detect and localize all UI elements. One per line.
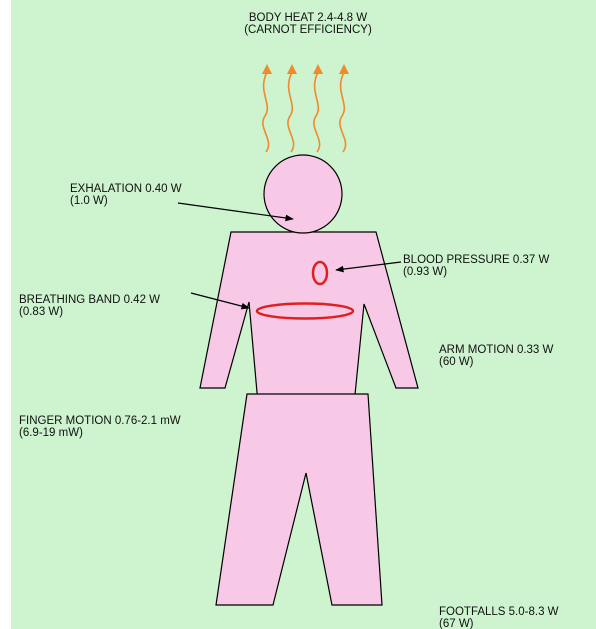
body-heat-note: (CARNOT EFFICIENCY): [228, 24, 388, 36]
finger-motion-value: FINGER MOTION 0.76-2.1 mW: [19, 415, 181, 427]
exhalation-label: EXHALATION 0.40 W (1.0 W): [70, 183, 182, 207]
exhalation-value: EXHALATION 0.40 W: [70, 183, 182, 195]
blood-pressure-note: (0.93 W): [403, 266, 549, 278]
heat-arrowhead-3: [313, 64, 323, 74]
heat-wave-1: [263, 72, 269, 152]
heat-wave-4: [340, 72, 346, 152]
arm-motion-value: ARM MOTION 0.33 W: [439, 344, 553, 356]
heat-arrowhead-4: [339, 64, 349, 74]
body-heat-label: BODY HEAT 2.4-4.8 W (CARNOT EFFICIENCY): [228, 12, 388, 36]
body-heat-waves: [262, 64, 349, 152]
diagram-canvas: BODY HEAT 2.4-4.8 W (CARNOT EFFICIENCY) …: [11, 0, 596, 629]
finger-motion-note: (6.9-19 mW): [19, 427, 181, 439]
breathing-band-value: BREATHING BAND 0.42 W: [19, 294, 160, 306]
heat-wave-3: [314, 72, 320, 152]
footfalls-value: FOOTFALLS 5.0-8.3 W: [439, 606, 559, 618]
heat-arrowhead-2: [287, 64, 297, 74]
exhalation-note: (1.0 W): [70, 195, 182, 207]
heat-arrowhead-1: [262, 64, 272, 74]
blood-pressure-label: BLOOD PRESSURE 0.37 W (0.93 W): [403, 254, 549, 278]
arm-motion-label: ARM MOTION 0.33 W (60 W): [439, 344, 553, 368]
finger-motion-label: FINGER MOTION 0.76-2.1 mW (6.9-19 mW): [19, 415, 181, 439]
breathing-band-note: (0.83 W): [19, 306, 160, 318]
body-heat-value: BODY HEAT 2.4-4.8 W: [228, 12, 388, 24]
legs: [216, 394, 382, 605]
human-body: [200, 155, 418, 605]
head: [264, 155, 342, 233]
breathing-band-label: BREATHING BAND 0.42 W (0.83 W): [19, 294, 160, 318]
heat-wave-2: [288, 72, 294, 152]
footfalls-note: (67 W): [439, 618, 559, 629]
arm-motion-note: (60 W): [439, 356, 553, 368]
footfalls-label: FOOTFALLS 5.0-8.3 W (67 W): [439, 606, 559, 629]
torso-and-arms: [200, 232, 418, 415]
blood-pressure-value: BLOOD PRESSURE 0.37 W: [403, 254, 549, 266]
